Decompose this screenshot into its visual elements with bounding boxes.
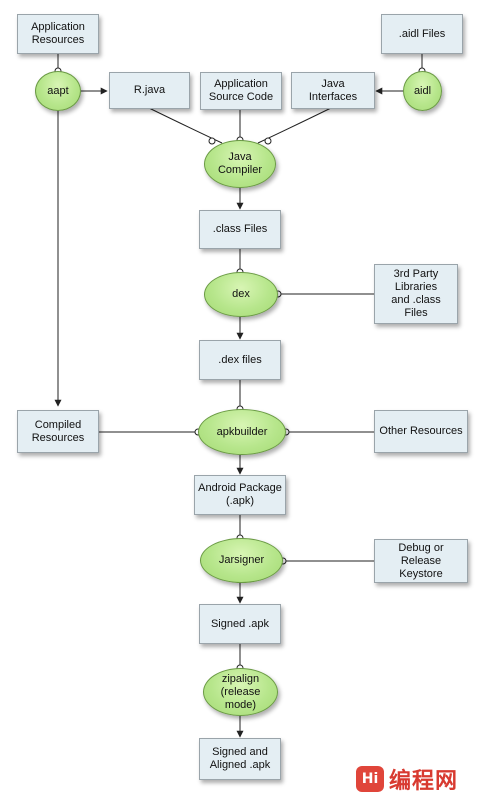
- port-compiler-left: [208, 137, 216, 145]
- box-dex-files: .dex files: [199, 340, 281, 380]
- box-signed-aligned-apk: Signed and Aligned .apk: [199, 738, 281, 780]
- box-r-java: R.java: [109, 72, 190, 109]
- tool-aapt: aapt: [35, 71, 81, 111]
- box-class-files: .class Files: [199, 210, 281, 249]
- tool-zipalign: zipalign (release mode): [203, 668, 278, 716]
- box-signed-apk: Signed .apk: [199, 604, 281, 644]
- watermark-text: 编程网: [389, 769, 459, 794]
- tool-dex: dex: [204, 272, 278, 317]
- box-application-source-code: Application Source Code: [200, 72, 282, 110]
- box-application-resources: Application Resources: [17, 14, 99, 54]
- tool-java-compiler: Java Compiler: [204, 140, 276, 188]
- watermark: Hi 编程网: [356, 764, 482, 794]
- edge-interfaces-compiler: [257, 107, 332, 144]
- box-compiled-resources: Compiled Resources: [17, 410, 99, 453]
- tool-apkbuilder: apkbuilder: [198, 409, 286, 455]
- tool-jarsigner: Jarsigner: [200, 538, 283, 583]
- box-java-interfaces: Java Interfaces: [291, 72, 375, 109]
- edge-rjava-compiler: [148, 107, 223, 144]
- port-compiler-right: [264, 137, 272, 145]
- box-other-resources: Other Resources: [374, 410, 468, 453]
- tool-aidl: aidl: [403, 71, 442, 111]
- box-android-package: Android Package (.apk): [194, 475, 286, 515]
- watermark-logo-icon: Hi: [356, 766, 384, 792]
- box-third-party-libraries: 3rd Party Libraries and .class Files: [374, 264, 458, 324]
- box-aidl-files: .aidl Files: [381, 14, 463, 54]
- box-debug-release-keystore: Debug or Release Keystore: [374, 539, 468, 583]
